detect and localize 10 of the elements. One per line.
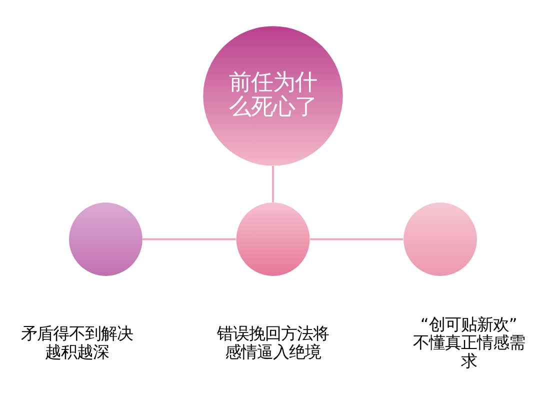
connector [272,165,274,202]
node-label: “创可贴新欢”不懂真正情感需求 [412,314,525,370]
node-circle [404,202,477,276]
node-label: 矛盾得不到解决越积越深 [21,324,134,361]
node-circle [236,202,310,276]
connector [310,238,404,240]
connector [142,238,236,240]
node-label: 错误挽回方法将感情逼入绝境 [217,324,329,361]
node-circle [69,202,142,276]
node-circle: 前任为什么死心了 [203,26,343,166]
